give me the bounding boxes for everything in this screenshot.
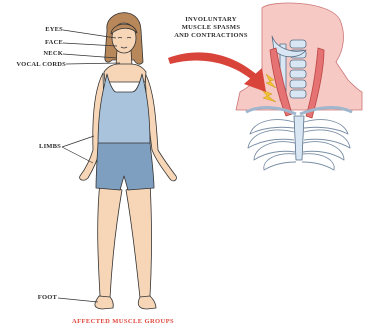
spasm-annotation: INVOLUNTARY MUSCLE SPASMS AND CONTRACTIO…: [170, 16, 252, 40]
curved-arrow-icon: [168, 52, 266, 92]
annotation-line-2: MUSCLE SPASMS: [170, 24, 252, 32]
label-neck: NECK: [20, 50, 63, 57]
label-eyes: EYES: [20, 26, 63, 33]
label-face: FACE: [20, 39, 63, 46]
label-foot: FOOT: [20, 294, 57, 301]
label-vocal-cords: VOCAL CORDS: [4, 61, 66, 68]
label-limbs: LIMBS: [20, 143, 61, 150]
annotation-line-3: AND CONTRACTIONS: [170, 32, 252, 40]
woman-figure: [80, 13, 177, 309]
annotation-line-1: INVOLUNTARY: [170, 16, 252, 24]
caption-affected-muscle-groups: AFFECTED MUSCLE GROUPS: [72, 318, 174, 325]
